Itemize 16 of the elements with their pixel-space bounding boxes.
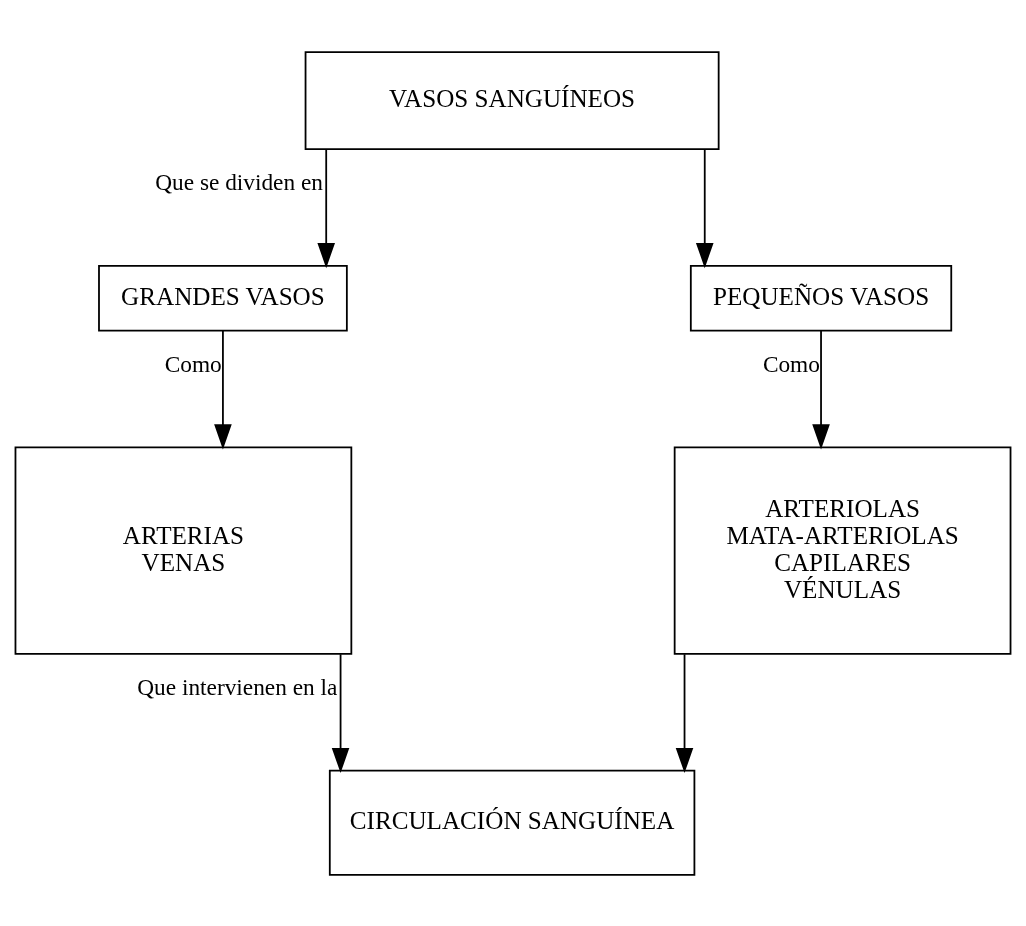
node-box: GRANDES VASOS — [98, 264, 348, 331]
edge-label: Como — [164, 350, 222, 376]
node-box: PEQUEÑOS VASOS — [689, 264, 953, 331]
arrow — [317, 148, 335, 268]
arrow — [812, 329, 830, 449]
node-box: ARTERIAS VENAS — [14, 445, 353, 655]
arrow — [675, 652, 694, 773]
arrow — [331, 652, 350, 773]
arrow — [214, 329, 232, 449]
arrow — [695, 148, 714, 268]
edge-label: Que intervienen en la — [137, 673, 338, 700]
node-box: ARTERIOLAS MATA-ARTERIOLAS CAPILARES VÉNULAS — [673, 445, 1012, 655]
node-box: VASOS SANGUÍNEOS — [304, 50, 720, 150]
edge-label: Como — [762, 350, 820, 376]
edge-label: Que se dividen en — [155, 168, 323, 195]
node-box: CIRCULACIÓN SANGUÍNEA — [328, 769, 696, 876]
